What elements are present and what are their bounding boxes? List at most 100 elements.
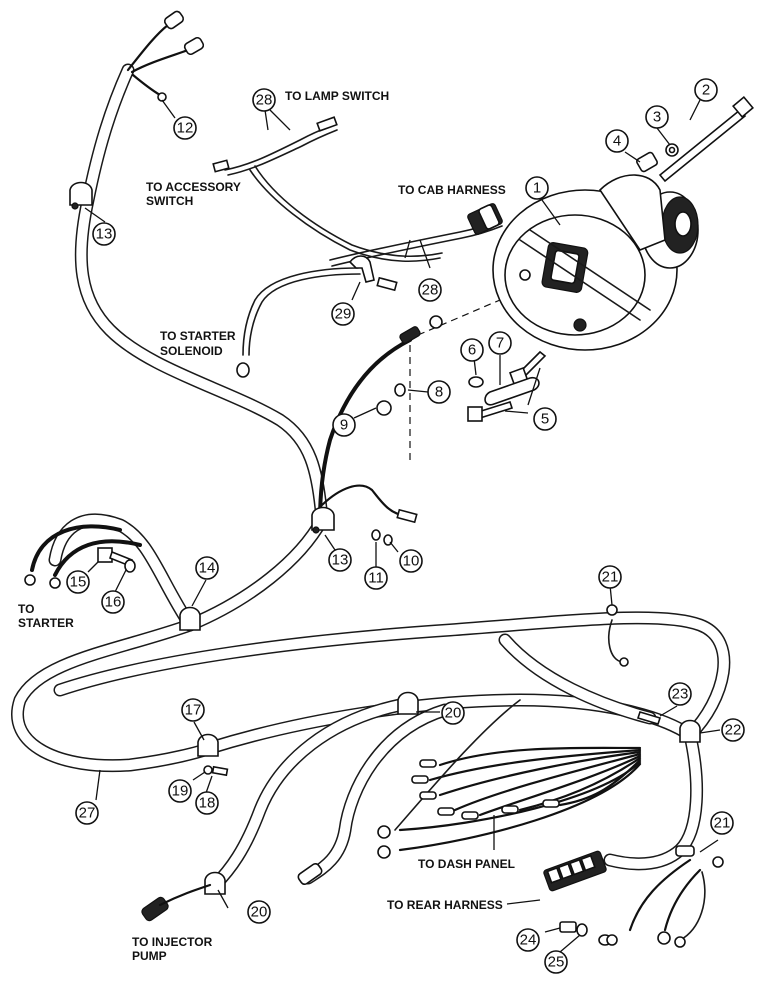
callout-21-upper: 21 <box>598 565 622 589</box>
callout-9: 9 <box>332 413 356 437</box>
label-starter-solenoid-2: SOLENOID <box>160 344 223 358</box>
svg-text:28: 28 <box>422 282 439 299</box>
callout-13-upper: 13 <box>92 222 116 246</box>
clip-13-upper <box>69 181 93 206</box>
label-injector-pump-2: PUMP <box>132 949 167 963</box>
cab-harness-connector <box>467 203 503 235</box>
svg-text:15: 15 <box>70 574 87 591</box>
label-dash-panel: TO DASH PANEL <box>418 857 515 871</box>
callout-16: 16 <box>101 590 125 614</box>
callout-2: 2 <box>694 78 718 102</box>
callout-23: 23 <box>668 682 692 706</box>
accessory-switch-terminal <box>212 159 230 173</box>
svg-text:14: 14 <box>199 560 216 577</box>
clip-20-upper <box>397 691 419 715</box>
svg-text:27: 27 <box>79 805 96 822</box>
svg-text:11: 11 <box>368 570 384 587</box>
svg-text:28: 28 <box>256 92 273 109</box>
clip-29 <box>348 255 375 283</box>
callout-22: 22 <box>721 718 745 742</box>
callout-8: 8 <box>427 380 451 404</box>
label-accessory-switch: TO ACCESSORY <box>146 180 241 194</box>
svg-text:17: 17 <box>185 702 202 719</box>
injector-pump-connector <box>141 896 169 922</box>
svg-text:20: 20 <box>445 705 462 722</box>
label-injector-pump: TO INJECTOR <box>132 935 213 949</box>
svg-text:25: 25 <box>548 954 565 971</box>
svg-text:24: 24 <box>520 932 537 949</box>
callout-14: 14 <box>195 556 219 580</box>
callouts: 1 2 3 4 5 6 7 8 9 10 11 12 13 13 14 15 1… <box>66 78 745 974</box>
callout-7: 7 <box>488 331 512 355</box>
main-harness <box>11 63 731 892</box>
callout-20-lower: 20 <box>247 900 271 924</box>
callout-27: 27 <box>75 801 99 825</box>
callout-29: 29 <box>331 302 355 326</box>
callout-6: 6 <box>460 338 484 362</box>
callout-15: 15 <box>66 570 90 594</box>
svg-text:19: 19 <box>172 783 189 800</box>
clip-21-lower <box>675 845 695 857</box>
svg-text:9: 9 <box>340 417 348 434</box>
callout-28-upper: 28 <box>252 88 276 112</box>
callout-1: 1 <box>525 176 549 200</box>
starter-terminal-a <box>24 574 36 586</box>
labels: TO LAMP SWITCH TO ACCESSORY SWITCH TO CA… <box>18 89 515 963</box>
callout-21-lower: 21 <box>710 811 734 835</box>
callout-5: 5 <box>533 407 557 431</box>
alternator-cable <box>318 289 521 524</box>
starter-cables <box>24 524 142 589</box>
callout-28-lower: 28 <box>418 278 442 302</box>
svg-text:4: 4 <box>613 133 621 150</box>
starter-terminal-b <box>49 577 61 589</box>
callout-11: 11 <box>364 566 388 590</box>
label-starter-solenoid: TO STARTER <box>160 329 236 343</box>
callout-10: 10 <box>399 549 423 573</box>
callout-19: 19 <box>168 779 192 803</box>
dash-panel-wires <box>377 699 642 859</box>
clip-17 <box>197 733 219 757</box>
clip-14 <box>179 606 201 631</box>
label-lamp-switch: TO LAMP SWITCH <box>285 89 389 103</box>
svg-text:1: 1 <box>533 180 541 197</box>
rear-harness-connector <box>543 850 607 892</box>
svg-text:5: 5 <box>541 411 549 428</box>
cab-terminal <box>376 276 398 292</box>
svg-text:3: 3 <box>653 109 661 126</box>
alternator-cable-ring <box>429 315 443 329</box>
svg-text:22: 22 <box>725 722 742 739</box>
svg-text:13: 13 <box>96 226 113 243</box>
label-rear-harness: TO REAR HARNESS <box>387 898 503 912</box>
callout-4: 4 <box>605 129 629 153</box>
bullet-connector-mid <box>183 36 205 56</box>
label-cab-harness: TO CAB HARNESS <box>398 183 506 197</box>
clip-21-upper <box>606 604 618 616</box>
svg-text:20: 20 <box>251 904 268 921</box>
ring-terminal-12 <box>157 92 167 102</box>
clip-20-lower <box>204 871 226 895</box>
top-left-leads <box>126 10 205 102</box>
clips <box>69 181 724 895</box>
hardware <box>97 96 754 946</box>
grommet-23 <box>636 711 662 725</box>
cab-wiring <box>212 116 503 378</box>
svg-text:18: 18 <box>199 795 216 812</box>
svg-text:16: 16 <box>105 594 122 611</box>
svg-text:21: 21 <box>714 815 731 832</box>
svg-text:23: 23 <box>672 686 689 703</box>
callout-12: 12 <box>173 116 197 140</box>
callout-24: 24 <box>516 928 540 952</box>
clip-22 <box>679 719 701 743</box>
lamp-switch-terminal <box>316 116 338 132</box>
svg-text:21: 21 <box>602 569 619 586</box>
callout-13-lower: 13 <box>328 548 352 572</box>
label-starter: TO <box>18 602 34 616</box>
svg-text:2: 2 <box>702 82 710 99</box>
rear-harness <box>543 850 706 948</box>
leader-lines <box>84 99 721 953</box>
svg-text:29: 29 <box>335 306 352 323</box>
svg-text:8: 8 <box>435 384 443 401</box>
bullet-connector-top <box>163 10 185 30</box>
callout-17: 17 <box>181 698 205 722</box>
